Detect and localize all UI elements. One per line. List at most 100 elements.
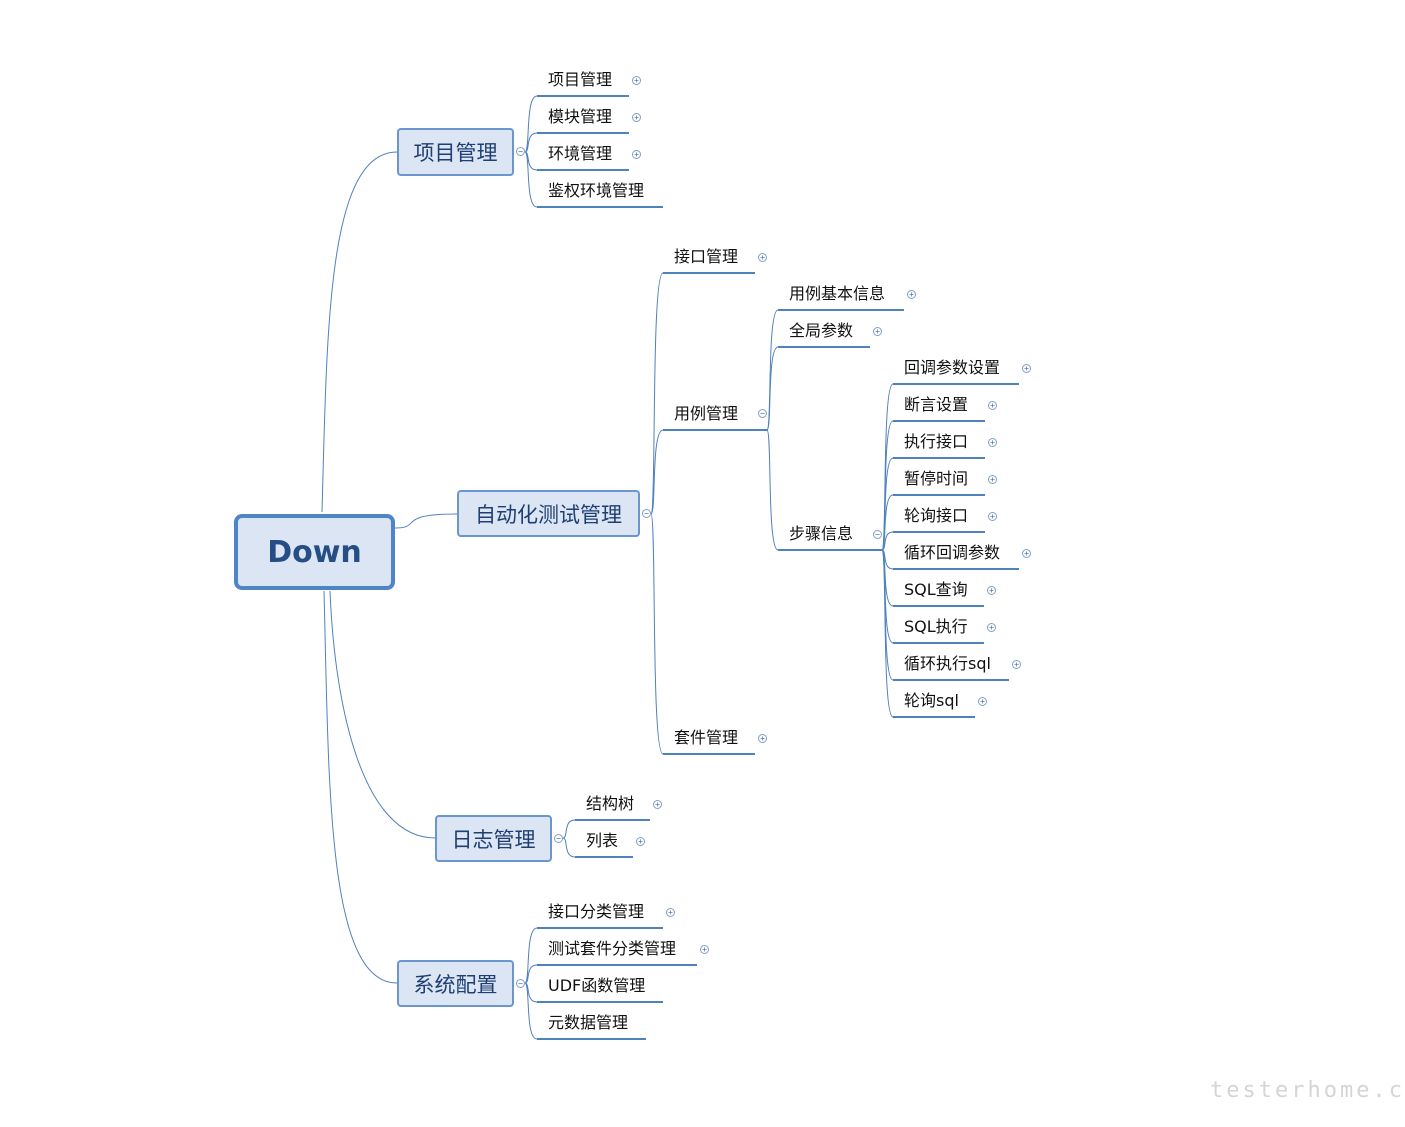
link-root-project <box>321 151 398 513</box>
topic-project-management[interactable]: 项目管理 <box>397 128 514 176</box>
root-node-label: Down <box>267 534 362 570</box>
collapse-icon[interactable]: − <box>554 834 563 843</box>
expand-icon[interactable]: + <box>632 113 641 122</box>
link-log-child <box>562 837 576 858</box>
subtopic-underline <box>663 429 768 431</box>
expand-icon[interactable]: + <box>758 253 767 262</box>
subtopic-underline <box>893 679 1009 681</box>
link-root-system <box>323 590 398 984</box>
collapse-icon[interactable]: − <box>873 530 882 539</box>
expand-icon[interactable]: + <box>758 734 767 743</box>
topic-system-config[interactable]: 系统配置 <box>397 960 514 1007</box>
subtopic-underline <box>575 856 633 858</box>
step-poll-interface[interactable]: 轮询接口 <box>904 506 969 525</box>
step-sql-execute[interactable]: SQL执行 <box>904 617 968 636</box>
expand-icon[interactable]: + <box>666 908 675 917</box>
collapse-icon[interactable]: − <box>516 979 525 988</box>
subtopic-underline <box>537 206 663 208</box>
link-project-child <box>524 95 538 153</box>
subtopic-underline <box>893 605 984 607</box>
expand-icon[interactable]: + <box>987 623 996 632</box>
subtopic-structure-tree[interactable]: 结构树 <box>586 794 635 813</box>
subtopic-auth-env-item[interactable]: 鉴权环境管理 <box>548 181 645 200</box>
expand-icon[interactable]: + <box>1012 660 1021 669</box>
expand-icon[interactable]: + <box>988 438 997 447</box>
collapse-icon[interactable]: − <box>758 409 767 418</box>
subtopic-underline <box>537 169 629 171</box>
subtopic-underline <box>893 642 984 644</box>
subtopic-case-management[interactable]: 用例管理 <box>674 404 739 423</box>
expand-icon[interactable]: + <box>1022 364 1031 373</box>
subtopic-interface-management[interactable]: 接口管理 <box>674 247 739 266</box>
link-system-child <box>524 982 538 1040</box>
topic-automation-test-management[interactable]: 自动化测试管理 <box>457 490 640 537</box>
subtopic-underline <box>537 95 629 97</box>
expand-icon[interactable]: + <box>987 586 996 595</box>
collapse-icon[interactable]: − <box>516 147 525 156</box>
topic-label: 自动化测试管理 <box>475 502 622 527</box>
expand-icon[interactable]: + <box>988 512 997 521</box>
subtopic-metadata[interactable]: 元数据管理 <box>548 1013 629 1032</box>
topic-label: 日志管理 <box>451 827 536 852</box>
subtopic-env-item[interactable]: 环境管理 <box>548 144 613 163</box>
subtopic-underline <box>893 568 1019 570</box>
subtopic-underline <box>537 132 629 134</box>
subtopic-list[interactable]: 列表 <box>586 831 619 850</box>
subtopic-underline <box>537 927 663 929</box>
expand-icon[interactable]: + <box>653 800 662 809</box>
subtopic-suite-category[interactable]: 测试套件分类管理 <box>548 939 677 958</box>
expand-icon[interactable]: + <box>978 697 987 706</box>
expand-icon[interactable]: + <box>1022 549 1031 558</box>
subtopic-underline <box>778 346 870 348</box>
expand-icon[interactable]: + <box>988 475 997 484</box>
step-execute-interface[interactable]: 执行接口 <box>904 432 969 451</box>
step-sql-query[interactable]: SQL查询 <box>904 580 968 599</box>
root-node[interactable]: Down <box>234 514 395 590</box>
subtopic-underline <box>893 531 985 533</box>
link-root-log <box>329 590 436 839</box>
link-root-automation <box>394 513 458 529</box>
topic-log-management[interactable]: 日志管理 <box>435 815 552 862</box>
subtopic-project-item[interactable]: 项目管理 <box>548 70 613 89</box>
expand-icon[interactable]: + <box>632 76 641 85</box>
collapse-icon[interactable]: − <box>642 509 651 518</box>
link-automation-child <box>650 429 664 515</box>
expand-icon[interactable]: + <box>873 327 882 336</box>
subtopic-underline <box>893 494 985 496</box>
expand-icon[interactable]: + <box>700 945 709 954</box>
link-step-child <box>881 494 894 551</box>
step-loop-execute-sql[interactable]: 循环执行sql <box>904 654 991 673</box>
link-project-child <box>524 132 538 153</box>
subtopic-step-info[interactable]: 步骤信息 <box>789 524 854 543</box>
link-automation-child <box>650 272 664 515</box>
subtopic-underline <box>663 272 755 274</box>
subtopic-underline <box>575 819 650 821</box>
subtopic-underline <box>778 309 904 311</box>
subtopic-global-params[interactable]: 全局参数 <box>789 321 854 340</box>
subtopic-underline <box>537 1001 663 1003</box>
subtopic-underline <box>893 383 1019 385</box>
subtopic-suite-management[interactable]: 套件管理 <box>674 728 739 747</box>
subtopic-underline <box>663 753 755 755</box>
step-pause-time[interactable]: 暂停时间 <box>904 469 969 488</box>
subtopic-underline <box>537 1038 646 1040</box>
subtopic-interface-category[interactable]: 接口分类管理 <box>548 902 645 921</box>
link-system-child <box>524 964 538 984</box>
step-loop-callback-params[interactable]: 循环回调参数 <box>904 543 1001 562</box>
topic-label: 系统配置 <box>413 972 498 997</box>
watermark: testerhome.com <box>1210 1078 1405 1103</box>
subtopic-udf-functions[interactable]: UDF函数管理 <box>548 976 646 995</box>
subtopic-underline <box>893 420 985 422</box>
step-callback-params[interactable]: 回调参数设置 <box>904 358 1001 377</box>
subtopic-module-item[interactable]: 模块管理 <box>548 107 613 126</box>
subtopic-case-basic-info[interactable]: 用例基本信息 <box>789 284 886 303</box>
step-assertion[interactable]: 断言设置 <box>904 395 969 414</box>
step-poll-sql[interactable]: 轮询sql <box>904 691 959 710</box>
expand-icon[interactable]: + <box>636 837 645 846</box>
link-system-child <box>524 927 538 984</box>
expand-icon[interactable]: + <box>907 290 916 299</box>
expand-icon[interactable]: + <box>988 401 997 410</box>
expand-icon[interactable]: + <box>632 150 641 159</box>
subtopic-underline <box>537 964 697 966</box>
